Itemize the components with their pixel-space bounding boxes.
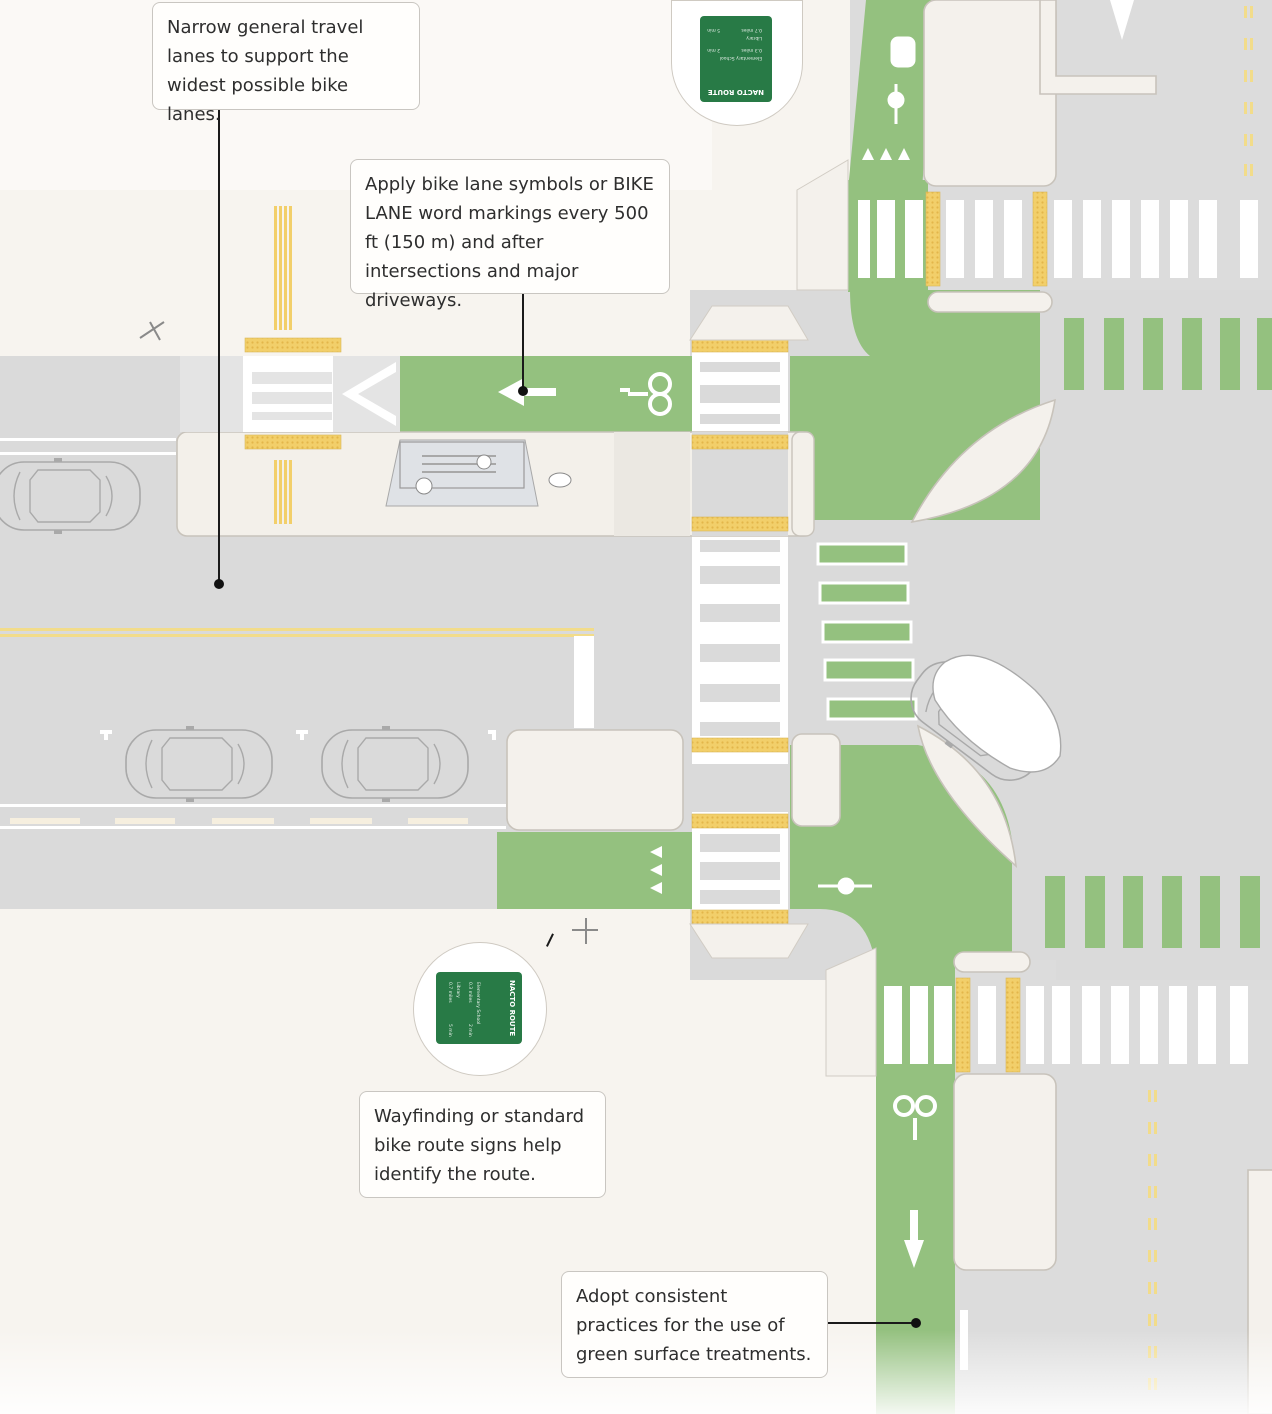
sign-line1-time: 2 min <box>707 47 720 52</box>
sign-line2-dest: Library <box>455 982 460 998</box>
leader-dot-bike-symbols <box>518 386 528 396</box>
leader-dot-green-surface <box>911 1318 921 1328</box>
callout-green-surface: Adopt consistent practices for the use o… <box>561 1271 828 1378</box>
callout-bike-symbols: Apply bike lane symbols or BIKE LANE wor… <box>350 159 670 311</box>
sign-line2-dist: 0.7 miles <box>741 27 762 32</box>
callout-wayfinding: Wayfinding or standard bike route signs … <box>359 1091 606 1198</box>
sign-title: NACTO ROUTE <box>508 980 516 1037</box>
sign-line2-time: 5 min <box>707 27 720 32</box>
callout-narrow-lanes: Narrow general travel lanes to support t… <box>152 2 420 125</box>
bike-route-sign-icon: NACTO ROUTE Elementary School 0.3 miles … <box>436 972 522 1044</box>
bicycle-symbol-icon <box>620 372 672 416</box>
sign-line1-dest: Elementary School <box>475 982 480 1025</box>
sign-line1-dest: Elementary School <box>719 55 762 60</box>
sign-line1-dist: 0.3 miles <box>741 47 762 52</box>
leader-line-narrow-lanes <box>218 110 220 584</box>
leader-line-green-surface <box>828 1322 916 1324</box>
sign-line2-dist: 0.7 miles <box>447 982 452 1003</box>
lane-arrow-icon <box>904 1210 924 1268</box>
callout-green-surface-text: Adopt consistent practices for the use o… <box>576 1286 812 1365</box>
pedestrian-icon <box>415 454 572 495</box>
green-bike-crossing <box>816 542 918 721</box>
leader-dot-narrow-lanes <box>214 579 224 589</box>
bicycle-symbol-icon <box>893 1095 937 1140</box>
callout-wayfinding-text: Wayfinding or standard bike route signs … <box>374 1106 585 1185</box>
cyclist-icon <box>887 36 916 124</box>
bike-route-sign-icon: NACTO ROUTE Elementary School 0.3 miles … <box>700 16 772 102</box>
sign-line1-time: 2 min <box>467 1024 472 1037</box>
callout-bike-symbols-text: Apply bike lane symbols or BIKE LANE wor… <box>365 174 654 311</box>
sign-line1-dist: 0.3 miles <box>467 982 472 1003</box>
callout-narrow-lanes-text: Narrow general travel lanes to support t… <box>167 17 364 125</box>
sign-line2-dest: Library <box>746 35 762 40</box>
sign-line2-time: 5 min <box>447 1024 452 1037</box>
sign-title: NACTO ROUTE <box>707 88 764 96</box>
cyclist-icon <box>818 877 872 895</box>
leader-line-bike-symbols <box>522 294 524 390</box>
